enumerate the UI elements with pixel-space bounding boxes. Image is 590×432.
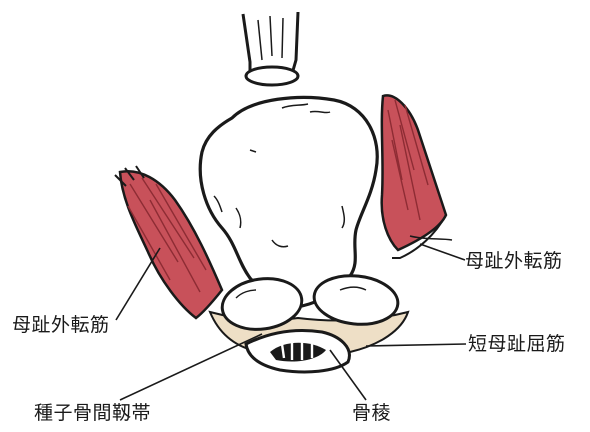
abductor-muscle-right [382,95,452,258]
leader-fhb [366,344,466,346]
crista-ligament [246,331,349,372]
leader-ligament [120,334,262,400]
label-intersesamoid-ligament: 種子骨間靱帯 [34,404,151,423]
label-flexor-hallucis-brevis: 短母趾屈筋 [468,335,566,354]
leader-abductor-right [420,244,465,260]
leader-abductor-left [116,248,160,320]
shaft-stub [243,12,298,85]
label-abductor-left: 母趾外転筋 [12,316,110,335]
label-crista: 骨稜 [352,404,391,423]
label-abductor-right: 母趾外転筋 [465,252,563,271]
